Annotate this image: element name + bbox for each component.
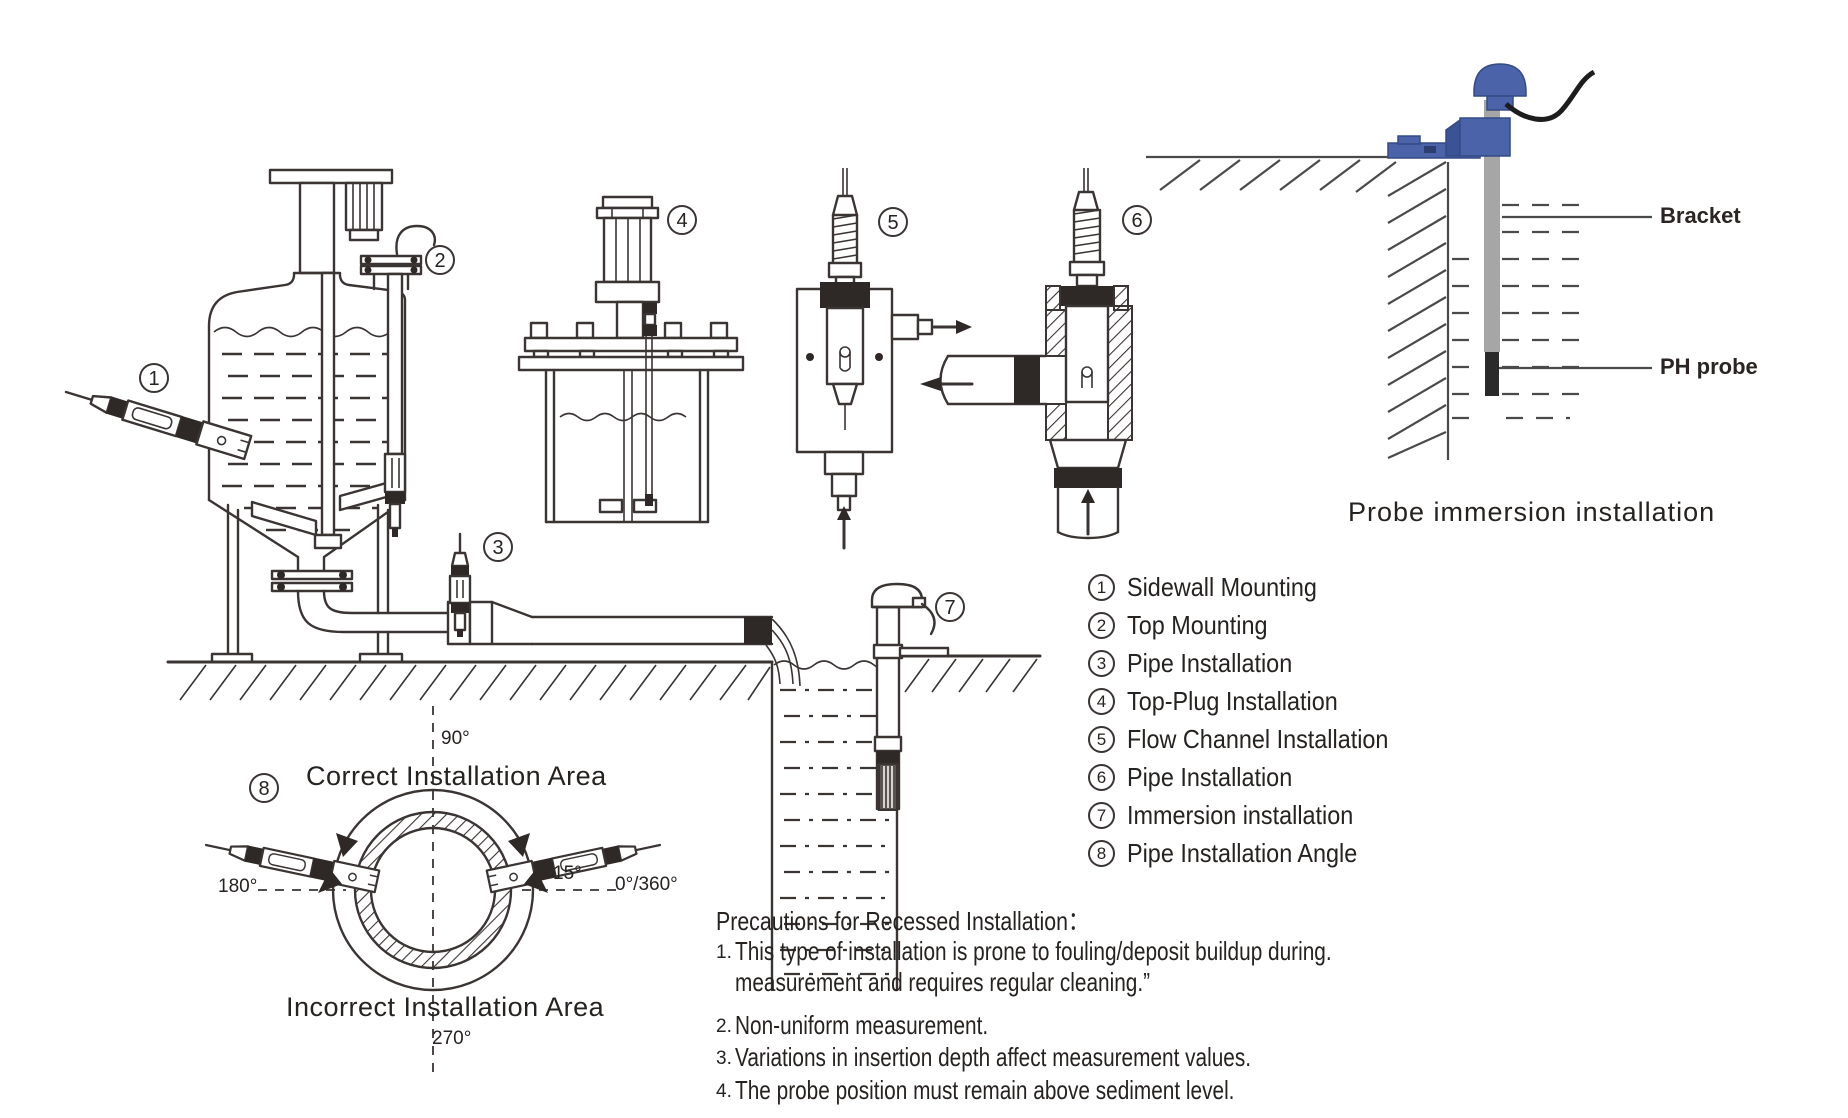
bracket-label: Bracket — [1660, 203, 1741, 228]
pit-and-probe-7 — [765, 582, 950, 992]
precaution-4-num: 4. — [716, 1081, 732, 1102]
precaution-2: 2. Non-uniform measurement. — [716, 1010, 1051, 1041]
legend-item-6: 6 Pipe Installation — [1088, 761, 1418, 792]
precaution-4: 4. The probe position must remain above … — [716, 1075, 1359, 1106]
callout-6: 6 — [1122, 205, 1152, 235]
flow-channel-drawing — [795, 168, 972, 550]
precaution-2-num: 2. — [716, 1016, 732, 1037]
legend-num-5: 5 — [1088, 725, 1115, 753]
line-art-scene — [61, 168, 1133, 1078]
callout-2: 2 — [425, 245, 455, 275]
legend-item-4: 4 Top-Plug Installation — [1088, 685, 1418, 716]
angle-0-360-label: 0°/360° — [615, 874, 678, 895]
legend-item-7: 7 Immersion installation — [1088, 799, 1418, 830]
precaution-1-num: 1. — [716, 942, 732, 963]
photo-caption: Probe immersion installation — [1348, 497, 1716, 527]
callout-4: 4 — [667, 205, 697, 235]
angle-15-label: 15° — [553, 863, 582, 884]
legend-label-6: Pipe Installation — [1127, 761, 1293, 792]
legend-label-4: Top-Plug Installation — [1127, 685, 1338, 716]
legend-item-1: 1 Sidewall Mounting — [1088, 571, 1418, 602]
precaution-1: 1. This type of installation is prone to… — [716, 936, 1481, 967]
legend-num-8: 8 — [1088, 839, 1115, 867]
immersion-photo — [1146, 63, 1652, 460]
precaution-1-text: This type of installation is prone to fo… — [735, 936, 1332, 966]
correct-area-label: Correct Installation Area — [306, 761, 607, 791]
angle-diagram-drawing — [202, 706, 664, 1078]
precaution-3: 3. Variations in insertion depth affect … — [716, 1042, 1380, 1073]
callout-7: 7 — [935, 592, 965, 622]
legend-num-7: 7 — [1088, 801, 1115, 829]
legend-label-7: Immersion installation — [1127, 799, 1354, 830]
incorrect-area-label: Incorrect Installation Area — [286, 992, 605, 1022]
precautions-title: Precautions for Recessed Installation： — [716, 906, 1090, 936]
legend-item-3: 3 Pipe Installation — [1088, 647, 1418, 678]
callout-1: 1 — [139, 363, 169, 393]
angle-270-label: 270° — [432, 1028, 472, 1049]
pipe-fitting-drawing — [920, 168, 1133, 540]
callout-3: 3 — [483, 532, 513, 562]
ground-hatching — [166, 654, 1042, 701]
legend-num-6: 6 — [1088, 763, 1115, 791]
legend-item-8: 8 Pipe Installation Angle — [1088, 837, 1418, 868]
precaution-2-text: Non-uniform measurement. — [735, 1010, 989, 1040]
probe-2-top — [359, 224, 436, 537]
top-plug-drawing — [517, 195, 745, 524]
legend-label-3: Pipe Installation — [1127, 647, 1293, 678]
precaution-3-text: Variations in insertion depth affect mea… — [735, 1042, 1252, 1072]
legend-label-2: Top Mounting — [1127, 609, 1268, 640]
legend-label-1: Sidewall Mounting — [1127, 571, 1317, 602]
tank-drawing — [207, 168, 450, 664]
legend-num-1: 1 — [1088, 573, 1115, 601]
legend-item-2: 2 Top Mounting — [1088, 609, 1418, 640]
legend-num-4: 4 — [1088, 687, 1115, 715]
mounting-pole — [1484, 100, 1500, 352]
legend-label-8: Pipe Installation Angle — [1127, 837, 1358, 868]
pipe-3-drawing — [446, 532, 774, 646]
callout-8: 8 — [249, 773, 279, 803]
precaution-3-num: 3. — [716, 1048, 732, 1069]
angle-180-label: 180° — [218, 876, 258, 897]
precaution-1-text-line2: measurement and requires regular cleanin… — [735, 967, 1151, 997]
angle-90-label: 90° — [441, 728, 470, 749]
legend-label-5: Flow Channel Installation — [1127, 723, 1389, 754]
legend-num-2: 2 — [1088, 611, 1115, 639]
callout-5: 5 — [878, 207, 908, 237]
ph-probe-label: PH probe — [1660, 354, 1758, 379]
precaution-4-text: The probe position must remain above sed… — [735, 1075, 1235, 1105]
legend-num-3: 3 — [1088, 649, 1115, 677]
legend-item-5: 5 Flow Channel Installation — [1088, 723, 1418, 754]
